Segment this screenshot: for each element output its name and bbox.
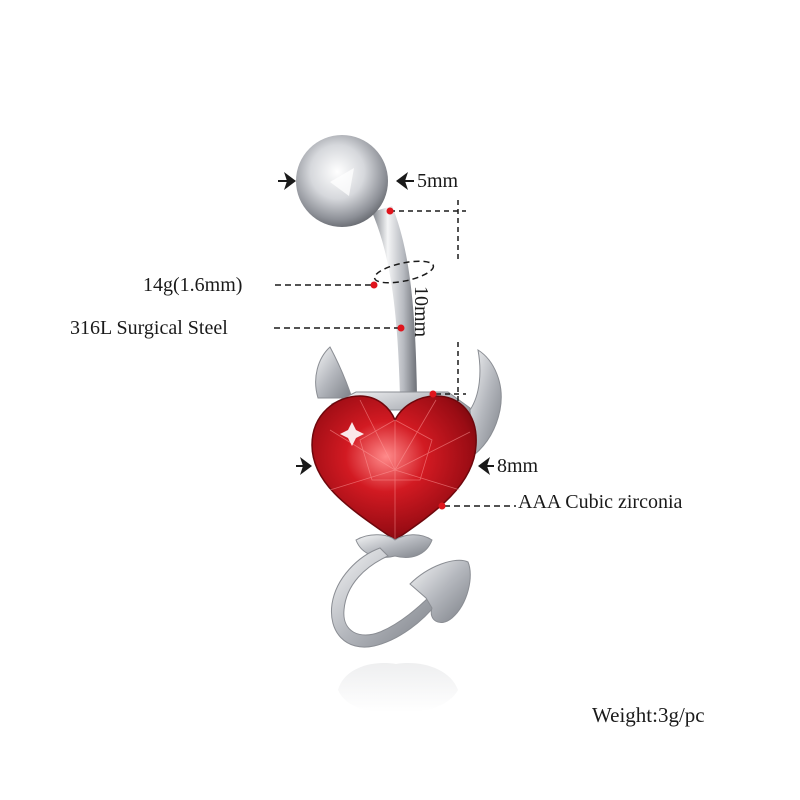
gauge-label: 14g(1.6mm) [143,274,243,296]
gauge-ring-marker [373,260,435,284]
gem-facets [329,399,471,540]
heart-size-label: 8mm [497,455,539,477]
weight-label: Weight:3g/pc [592,703,705,727]
stone-label: AAA Cubic zirconia [518,491,683,513]
ball-highlight [330,168,354,196]
left-horn [315,346,353,399]
gem-sparkle [340,422,364,446]
guide-dots [370,207,446,510]
ball-size-arrows [278,172,414,190]
bar-length-dimension [390,200,466,404]
right-horn [469,348,502,456]
devil-tail [330,547,437,648]
barbell-bar [372,206,417,400]
leader-lines [274,284,516,507]
product-reflection [338,663,458,713]
ball-size-label: 5mm [417,170,459,192]
bar-length-label: 10mm [410,286,432,338]
material-label: 316L Surgical Steel [70,317,228,339]
heart-size-arrows [296,457,494,475]
tail-tip [409,559,471,623]
